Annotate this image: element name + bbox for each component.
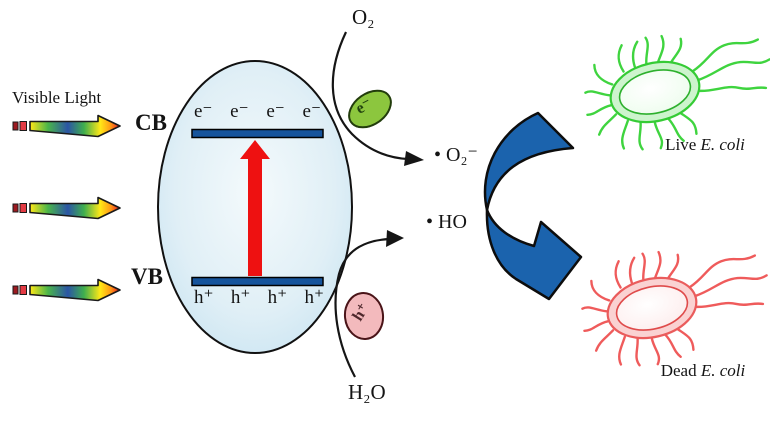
hole-symbol: h⁺	[304, 287, 324, 308]
visible-light-arrow-1	[12, 114, 121, 138]
electron-symbol: e⁻	[302, 101, 321, 122]
species-name: E. coli	[700, 135, 745, 154]
live-prefix: Live	[665, 135, 697, 154]
electron-carrier-ellipse	[348, 89, 392, 129]
dead-prefix: Dead	[660, 361, 697, 380]
water-label: H₂O	[348, 380, 386, 404]
electron-symbol: e⁻	[230, 101, 249, 122]
hydroxyl-radical-label: • HO	[426, 211, 467, 233]
electron-symbol: e⁻	[266, 101, 285, 122]
visible-light-arrow-3	[12, 278, 121, 302]
oxygen-label: O₂	[352, 5, 375, 29]
hole-symbol: h⁺	[194, 287, 214, 308]
hole-carrier-ellipse	[343, 292, 385, 340]
live-ecoli-label: Live E. coli	[620, 135, 770, 155]
ros-attack-arrow-lower	[485, 208, 583, 301]
live-ecoli-illustration	[572, 10, 770, 164]
h2o-oxidation-curve	[334, 237, 391, 378]
dead-ecoli-label: Dead E. coli	[618, 361, 770, 381]
hole-symbol: h⁺	[230, 287, 251, 308]
o2-reduction-arrowhead	[404, 151, 424, 166]
hole-row: h⁺ h⁺ h⁺ h⁺	[194, 286, 324, 309]
conduction-band-label: CB	[135, 110, 167, 135]
visible-light-label: Visible Light	[12, 88, 102, 107]
valence-band-bar	[191, 276, 324, 287]
dead-ecoli-illustration	[569, 226, 770, 380]
h2o-oxidation-arrowhead	[386, 230, 404, 247]
species-name: E. coli	[700, 361, 746, 380]
electron-symbol: e⁻	[194, 101, 213, 122]
visible-light-arrow-2	[12, 196, 121, 220]
hole-symbol: h⁺	[267, 287, 288, 308]
o2-reduction-curve	[331, 31, 409, 161]
conduction-band-bar	[191, 128, 324, 139]
superoxide-radical-label: • O₂⁻	[434, 144, 478, 166]
electron-row: e⁻ e⁻ e⁻ e⁻	[194, 100, 321, 123]
valence-band-label: VB	[131, 264, 163, 289]
ros-attack-arrow-upper	[483, 111, 575, 212]
excitation-arrow	[240, 140, 270, 276]
